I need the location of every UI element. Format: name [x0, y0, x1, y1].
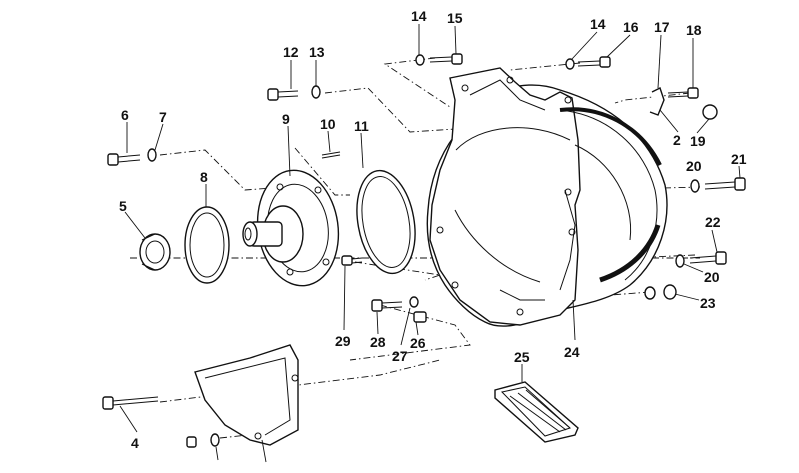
callout-24: 24 [564, 344, 580, 360]
callout-18: 18 [686, 22, 702, 38]
callout-22: 22 [705, 214, 721, 230]
callout-labels: 6 7 5 8 9 10 11 12 13 14 15 14 16 17 18 … [119, 8, 747, 451]
callout-15: 15 [447, 10, 463, 26]
callout-21: 21 [731, 151, 747, 167]
o-ring-8 [184, 206, 230, 284]
callout-25: 25 [514, 349, 530, 365]
callout-11: 11 [354, 118, 369, 134]
callout-14-top: 14 [411, 8, 427, 24]
callout-17: 17 [654, 19, 670, 35]
callout-29: 29 [335, 333, 351, 349]
callout-6: 6 [121, 107, 129, 123]
callout-16: 16 [623, 19, 639, 35]
callout-14-right: 14 [590, 16, 606, 32]
callout-26: 26 [410, 335, 426, 351]
callout-9: 9 [282, 111, 290, 127]
callout-13: 13 [309, 44, 325, 60]
callout-20-lower: 20 [704, 269, 720, 285]
callout-7: 7 [159, 109, 167, 125]
callout-27: 27 [392, 348, 408, 364]
callout-2: 2 [673, 132, 681, 148]
shaft-seal-5 [139, 233, 171, 271]
callout-12: 12 [283, 44, 299, 60]
leader-lines [119, 24, 741, 463]
bearing-cover-9 [242, 169, 340, 287]
callout-5: 5 [119, 198, 127, 214]
cover-plate-25 [494, 381, 579, 443]
guard-plate [194, 344, 299, 446]
callout-4: 4 [131, 435, 139, 451]
callout-8: 8 [200, 169, 208, 185]
callout-10: 10 [320, 116, 336, 132]
callout-23: 23 [700, 295, 716, 311]
callout-28: 28 [370, 334, 386, 350]
bell-housing [426, 67, 668, 327]
callout-19: 19 [690, 133, 706, 149]
gasket-ring-11 [356, 169, 416, 275]
callout-20-upper: 20 [686, 158, 702, 174]
